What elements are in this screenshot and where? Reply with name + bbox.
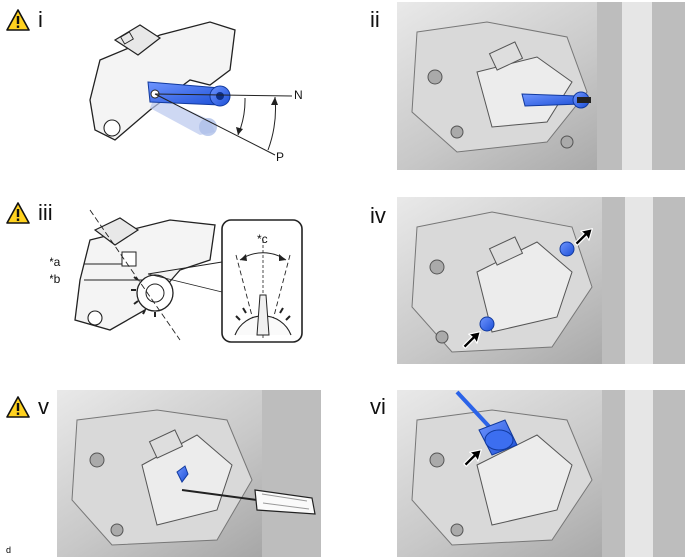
callout-c: *c xyxy=(257,232,268,246)
shift-lever xyxy=(521,93,582,107)
warning-triangle-icon xyxy=(6,396,30,418)
step-ii-photo xyxy=(397,2,685,170)
bolt xyxy=(479,316,495,332)
step-number: v xyxy=(38,394,49,419)
neutral-switch-body xyxy=(89,21,236,141)
step-ii-label: ii xyxy=(370,7,380,33)
callout-b: *b xyxy=(50,272,61,286)
step-number: ii xyxy=(370,7,380,32)
step-v-photo xyxy=(57,390,321,557)
lever-mark-p: P xyxy=(276,150,285,164)
step-i-label: i xyxy=(6,7,43,33)
step-number: i xyxy=(38,7,43,32)
step-iii-illustration: *a *b *c xyxy=(50,200,355,345)
step-vi-label: vi xyxy=(370,394,386,420)
figure-id: d xyxy=(6,545,12,555)
step-vi-photo xyxy=(397,390,685,557)
warning-triangle-icon xyxy=(6,202,30,224)
lever-mark-n: N xyxy=(294,88,303,102)
warning-triangle-icon xyxy=(6,9,30,31)
step-v-label: v xyxy=(6,394,49,420)
step-number: vi xyxy=(370,394,386,419)
step-number: iii xyxy=(38,200,53,225)
bolt xyxy=(559,241,575,257)
step-number: iv xyxy=(370,203,386,228)
step-iv-label: iv xyxy=(370,203,386,229)
callout-a: *a xyxy=(50,255,61,269)
connector xyxy=(93,217,140,246)
step-iv-photo xyxy=(397,197,685,364)
screwdriver-icon xyxy=(254,489,316,515)
step-iii-label: iii xyxy=(6,200,53,226)
connector xyxy=(113,24,162,56)
step-i-illustration: N P xyxy=(60,10,350,180)
